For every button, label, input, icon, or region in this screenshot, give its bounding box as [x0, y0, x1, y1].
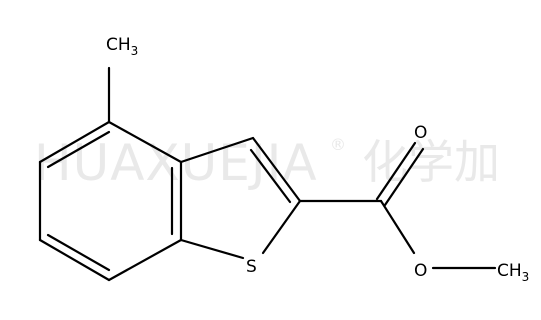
- watermark-latin: HUAXUEJIA: [34, 134, 318, 192]
- bond-c5-c4: [38, 120, 111, 164]
- methyl-ester-element: CH: [497, 261, 522, 281]
- bond-carbonyl-c-o-ester: [379, 199, 416, 255]
- atom-label-ester-oxygen: O: [414, 261, 427, 281]
- methyl-top-element: CH: [106, 35, 131, 55]
- atom-label-methyl-top: CH3: [106, 35, 138, 58]
- watermark-registered: ®: [330, 135, 346, 154]
- atom-label-methyl-ester: CH3: [497, 261, 529, 284]
- watermark: HUAXUEJIA ® 化学加: [34, 134, 500, 192]
- watermark-chinese: 化学加: [362, 135, 500, 189]
- bond-s-c7a: [179, 238, 245, 260]
- atom-label-carbonyl-oxygen: O: [414, 123, 427, 143]
- bond-c2-s: [261, 199, 302, 255]
- bond-c3a-c3: [179, 136, 255, 164]
- bond-carbonyl-double-b: [383, 147, 425, 207]
- bond-c7-c6: [38, 238, 111, 282]
- bond-c7-c6-inner: [46, 233, 111, 272]
- bonds: [38, 66, 497, 282]
- bond-c3-c2: [251, 136, 302, 203]
- bond-c4-c3a: [107, 120, 183, 164]
- bond-c7a-c7: [107, 238, 183, 282]
- methyl-ester-subscript: 3: [522, 270, 530, 284]
- atom-label-sulfur: S: [246, 257, 257, 277]
- atom-labels: CH3 S O O CH3: [106, 35, 529, 284]
- bond-c3-c2-inner: [249, 148, 292, 204]
- bond-c5-c4-inner: [46, 130, 111, 169]
- methyl-top-subscript: 3: [131, 44, 139, 58]
- bond-carbonyl-double-a: [375, 141, 417, 201]
